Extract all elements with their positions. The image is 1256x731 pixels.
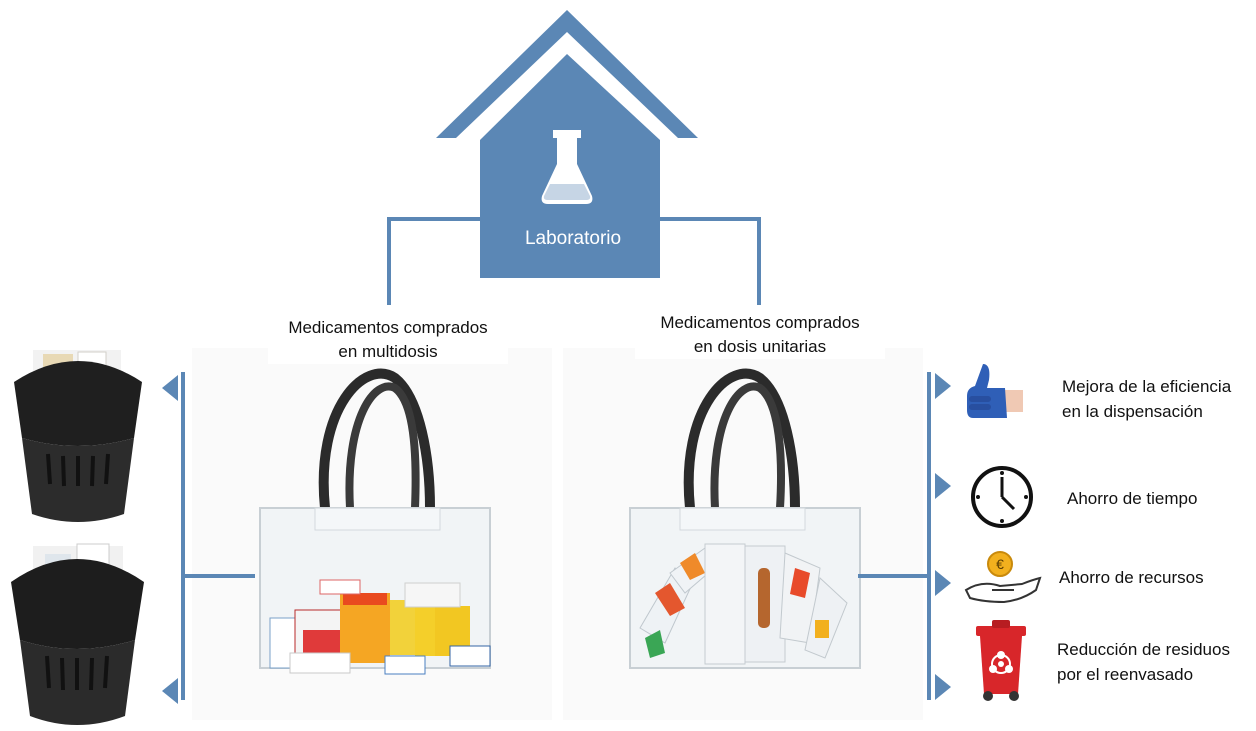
medicine-box <box>404 582 461 608</box>
arrow-left-icon <box>162 678 178 704</box>
full-trash-bin-icon <box>14 350 142 522</box>
benefit-waste-line1: Reducción de residuos <box>1057 640 1230 659</box>
laboratory-house <box>436 10 698 278</box>
medicine-box <box>289 652 351 674</box>
left-branch-h <box>181 574 255 578</box>
arrow-right-icon <box>935 674 951 700</box>
right-bag-caption: Medicamentos comprados en dosis unitaria… <box>635 311 885 359</box>
arrow-right-icon <box>935 473 951 499</box>
medicine-box <box>343 593 387 605</box>
benefit-waste: Reducción de residuos por el reenvasado <box>1057 637 1255 687</box>
left-bag-caption-line1: Medicamentos comprados <box>288 318 488 337</box>
house-connector-right-v <box>757 217 761 305</box>
arrow-right-icon <box>935 373 951 399</box>
full-trash-bin-icon <box>11 543 144 725</box>
benefit-time: Ahorro de tiempo <box>1067 489 1198 508</box>
benefit-resources: Ahorro de recursos <box>1059 568 1204 587</box>
thumbs-up-icon <box>967 364 1023 418</box>
medicine-box <box>384 655 426 675</box>
right-bag-caption-line1: Medicamentos comprados <box>660 313 860 332</box>
house-connector-right-h <box>660 217 760 221</box>
benefit-efficiency-line1: Mejora de la eficiencia <box>1062 377 1232 396</box>
medicine-box <box>319 579 361 595</box>
clock-icon <box>971 466 1033 528</box>
house-connector-left-v <box>387 217 391 305</box>
medicine-box <box>390 600 415 655</box>
unit-dose-bag-icon <box>629 368 861 669</box>
flask-icon <box>541 130 593 204</box>
right-branch-v <box>927 372 931 700</box>
left-bag-caption: Medicamentos comprados en multidosis <box>268 316 508 364</box>
right-branch-h <box>858 574 930 578</box>
left-bag-caption-line2: en multidosis <box>338 342 438 361</box>
house-label: Laboratorio <box>524 228 622 249</box>
biohazard-bin-icon <box>976 620 1026 701</box>
right-bag-caption-line2: en dosis unitarias <box>693 337 827 356</box>
medicine-box <box>449 645 491 667</box>
unit-dose-packs <box>639 543 848 665</box>
house-connector-left-h <box>387 217 482 221</box>
arrow-right-icon <box>935 570 951 596</box>
left-branch-v <box>181 372 185 700</box>
benefit-waste-line2: por el reenvasado <box>1057 665 1194 684</box>
benefit-efficiency-line2: en la dispensación <box>1062 402 1203 421</box>
medicine-box <box>415 606 435 656</box>
multidose-bag-icon <box>259 368 491 675</box>
arrow-left-icon <box>162 375 178 401</box>
benefit-efficiency: Mejora de la eficiencia en la dispensaci… <box>1062 374 1254 424</box>
house-roof <box>436 10 698 138</box>
svg-text:€: € <box>996 556 1004 572</box>
coin-hand-icon: € <box>964 551 1042 604</box>
